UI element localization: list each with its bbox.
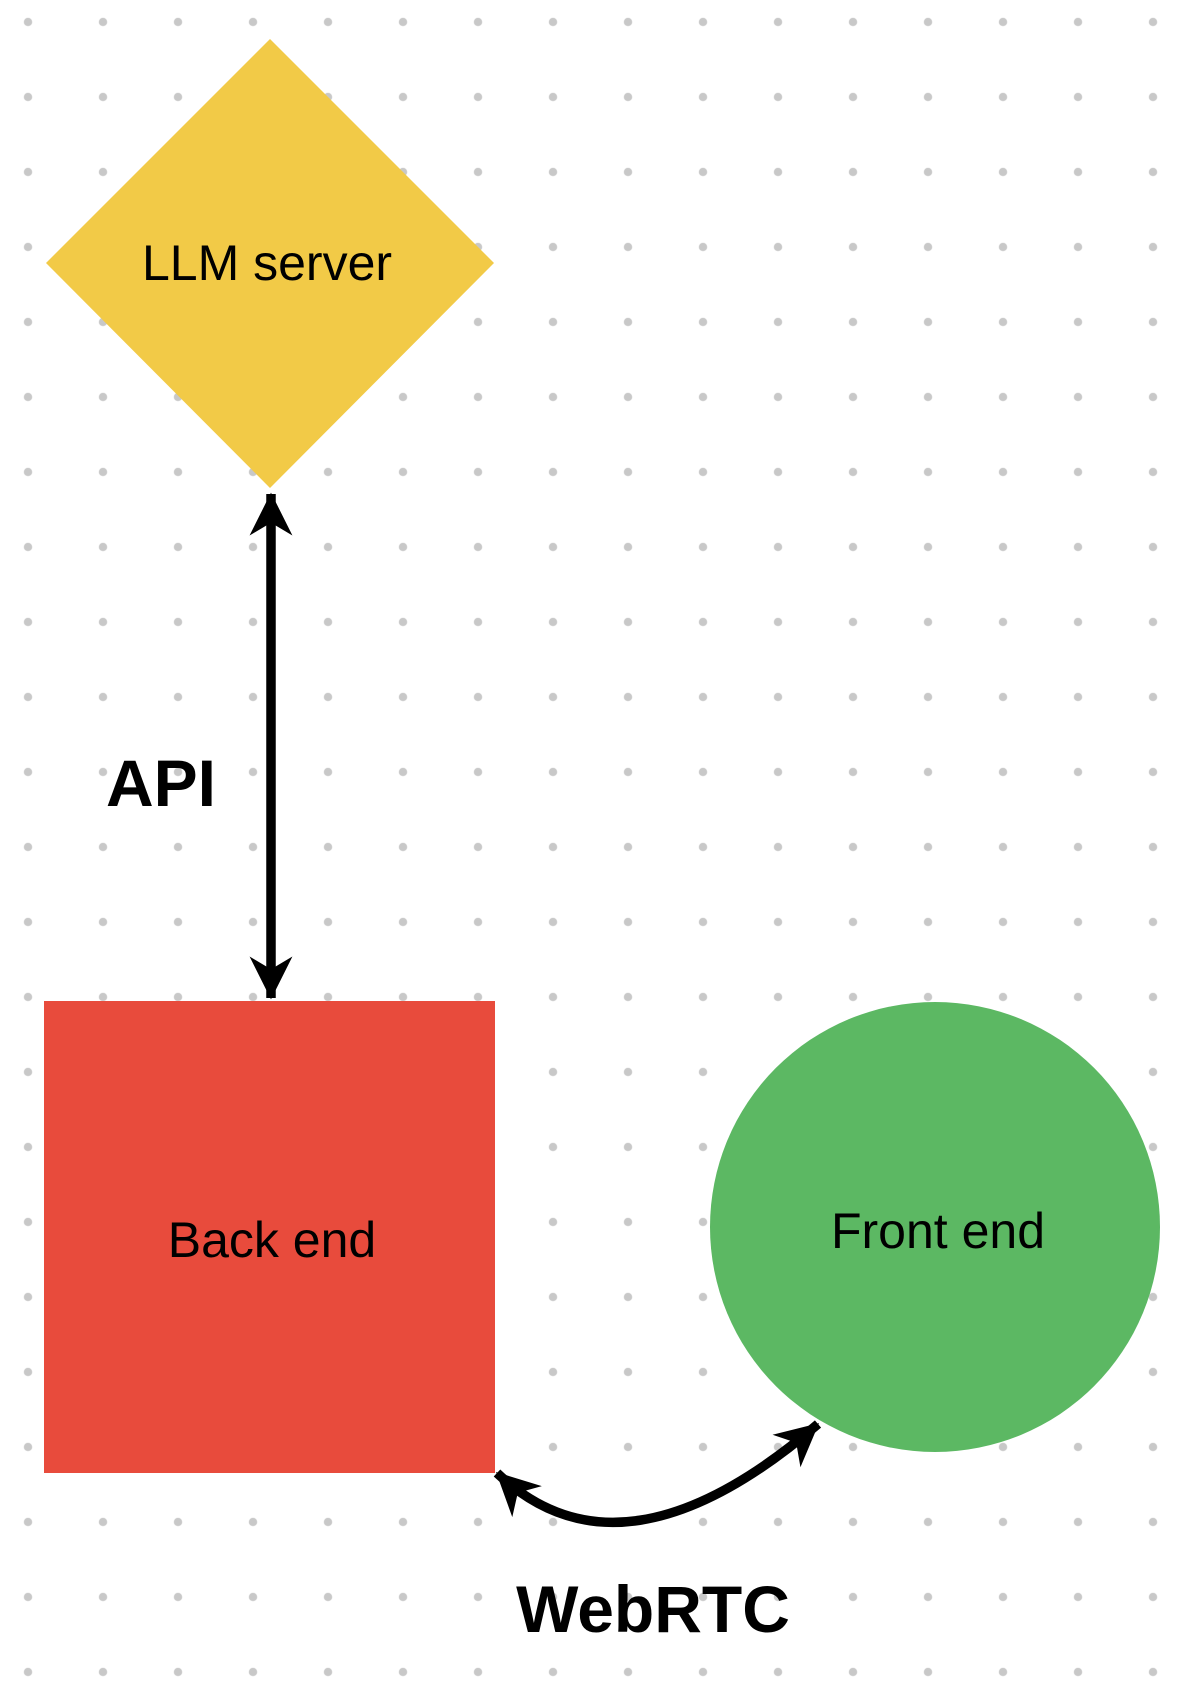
node-llm-server[interactable]: LLM server bbox=[46, 39, 494, 488]
api-edge-label[interactable]: API bbox=[106, 746, 216, 820]
front-end-label: Front end bbox=[831, 1203, 1045, 1259]
back-end-label: Back end bbox=[168, 1212, 376, 1268]
webrtc-double-arrow[interactable] bbox=[493, 1420, 822, 1528]
back-end-square-shape[interactable] bbox=[44, 1001, 495, 1473]
llm-server-label: LLM server bbox=[142, 235, 392, 291]
node-back-end[interactable]: Back end bbox=[44, 1001, 495, 1473]
llm-server-diamond-shape[interactable] bbox=[46, 39, 494, 488]
front-end-circle-shape[interactable] bbox=[710, 1002, 1160, 1452]
webrtc-edge-label[interactable]: WebRTC bbox=[516, 1572, 790, 1646]
node-front-end[interactable]: Front end bbox=[710, 1002, 1160, 1452]
